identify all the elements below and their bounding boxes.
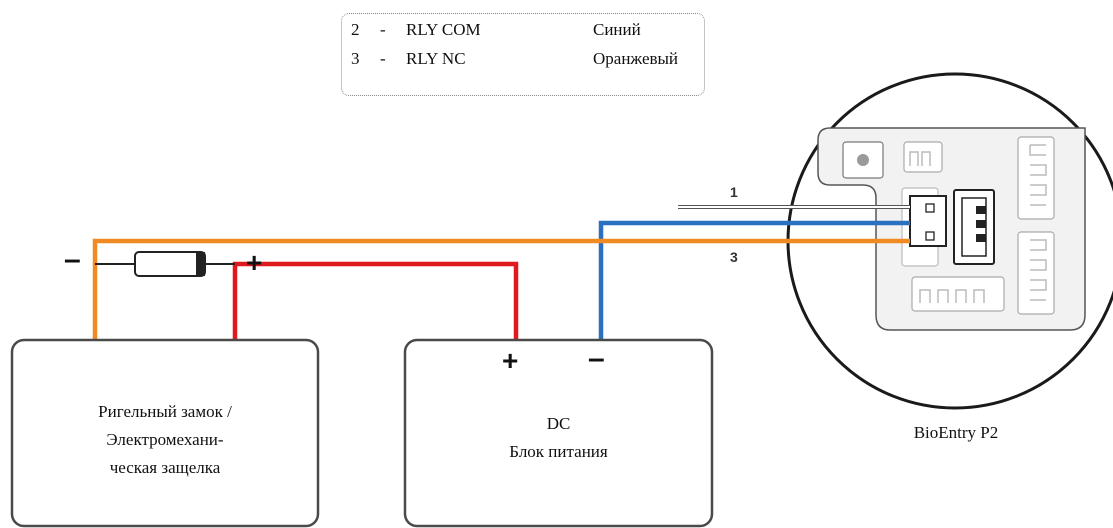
device-board <box>817 127 1086 331</box>
legend-row-dash: - <box>380 49 386 68</box>
lock-plus-label: + <box>246 247 263 278</box>
lock-caption-line: ческая защелка <box>109 458 221 477</box>
legend-row: 3 - RLY NC Оранжевый <box>342 49 704 71</box>
wire-red-power <box>232 261 519 340</box>
psu-box-caption: DC Блок питания <box>405 410 712 466</box>
wire-color-legend: 2 - RLY COM Синий 3 - RLY NC Оранжевый <box>341 13 705 96</box>
wire-blue-rly-com <box>598 220 910 340</box>
lock-box-caption: Ригельный замок / Электромехани- ческая … <box>12 398 318 482</box>
legend-row-number: 3 <box>351 49 360 68</box>
diode <box>95 251 235 277</box>
lock-box <box>10 338 320 528</box>
lock-minus-label: – <box>64 243 81 276</box>
lock-caption-line: Ригельный замок / <box>98 402 232 421</box>
psu-box <box>403 338 714 528</box>
wire-orange-rly-nc <box>92 238 910 340</box>
wire-number-1: 1 <box>730 184 738 200</box>
legend-row-color: Синий <box>593 20 641 39</box>
legend-row-signal: RLY NC <box>406 49 466 68</box>
legend-row-number: 2 <box>351 20 360 39</box>
legend-row-signal: RLY COM <box>406 20 481 39</box>
lock-caption-line: Электромехани- <box>106 430 224 449</box>
wire-number-3: 3 <box>730 249 738 265</box>
device-label: BioEntry P2 <box>913 423 999 442</box>
legend-row: 2 - RLY COM Синий <box>342 20 704 42</box>
psu-caption-line: Блок питания <box>509 442 608 461</box>
psu-minus-label: – <box>588 342 605 375</box>
psu-plus-label: + <box>502 345 519 376</box>
legend-row-color: Оранжевый <box>593 49 679 68</box>
legend-row-dash: - <box>380 20 386 39</box>
psu-caption-line: DC <box>546 414 571 433</box>
